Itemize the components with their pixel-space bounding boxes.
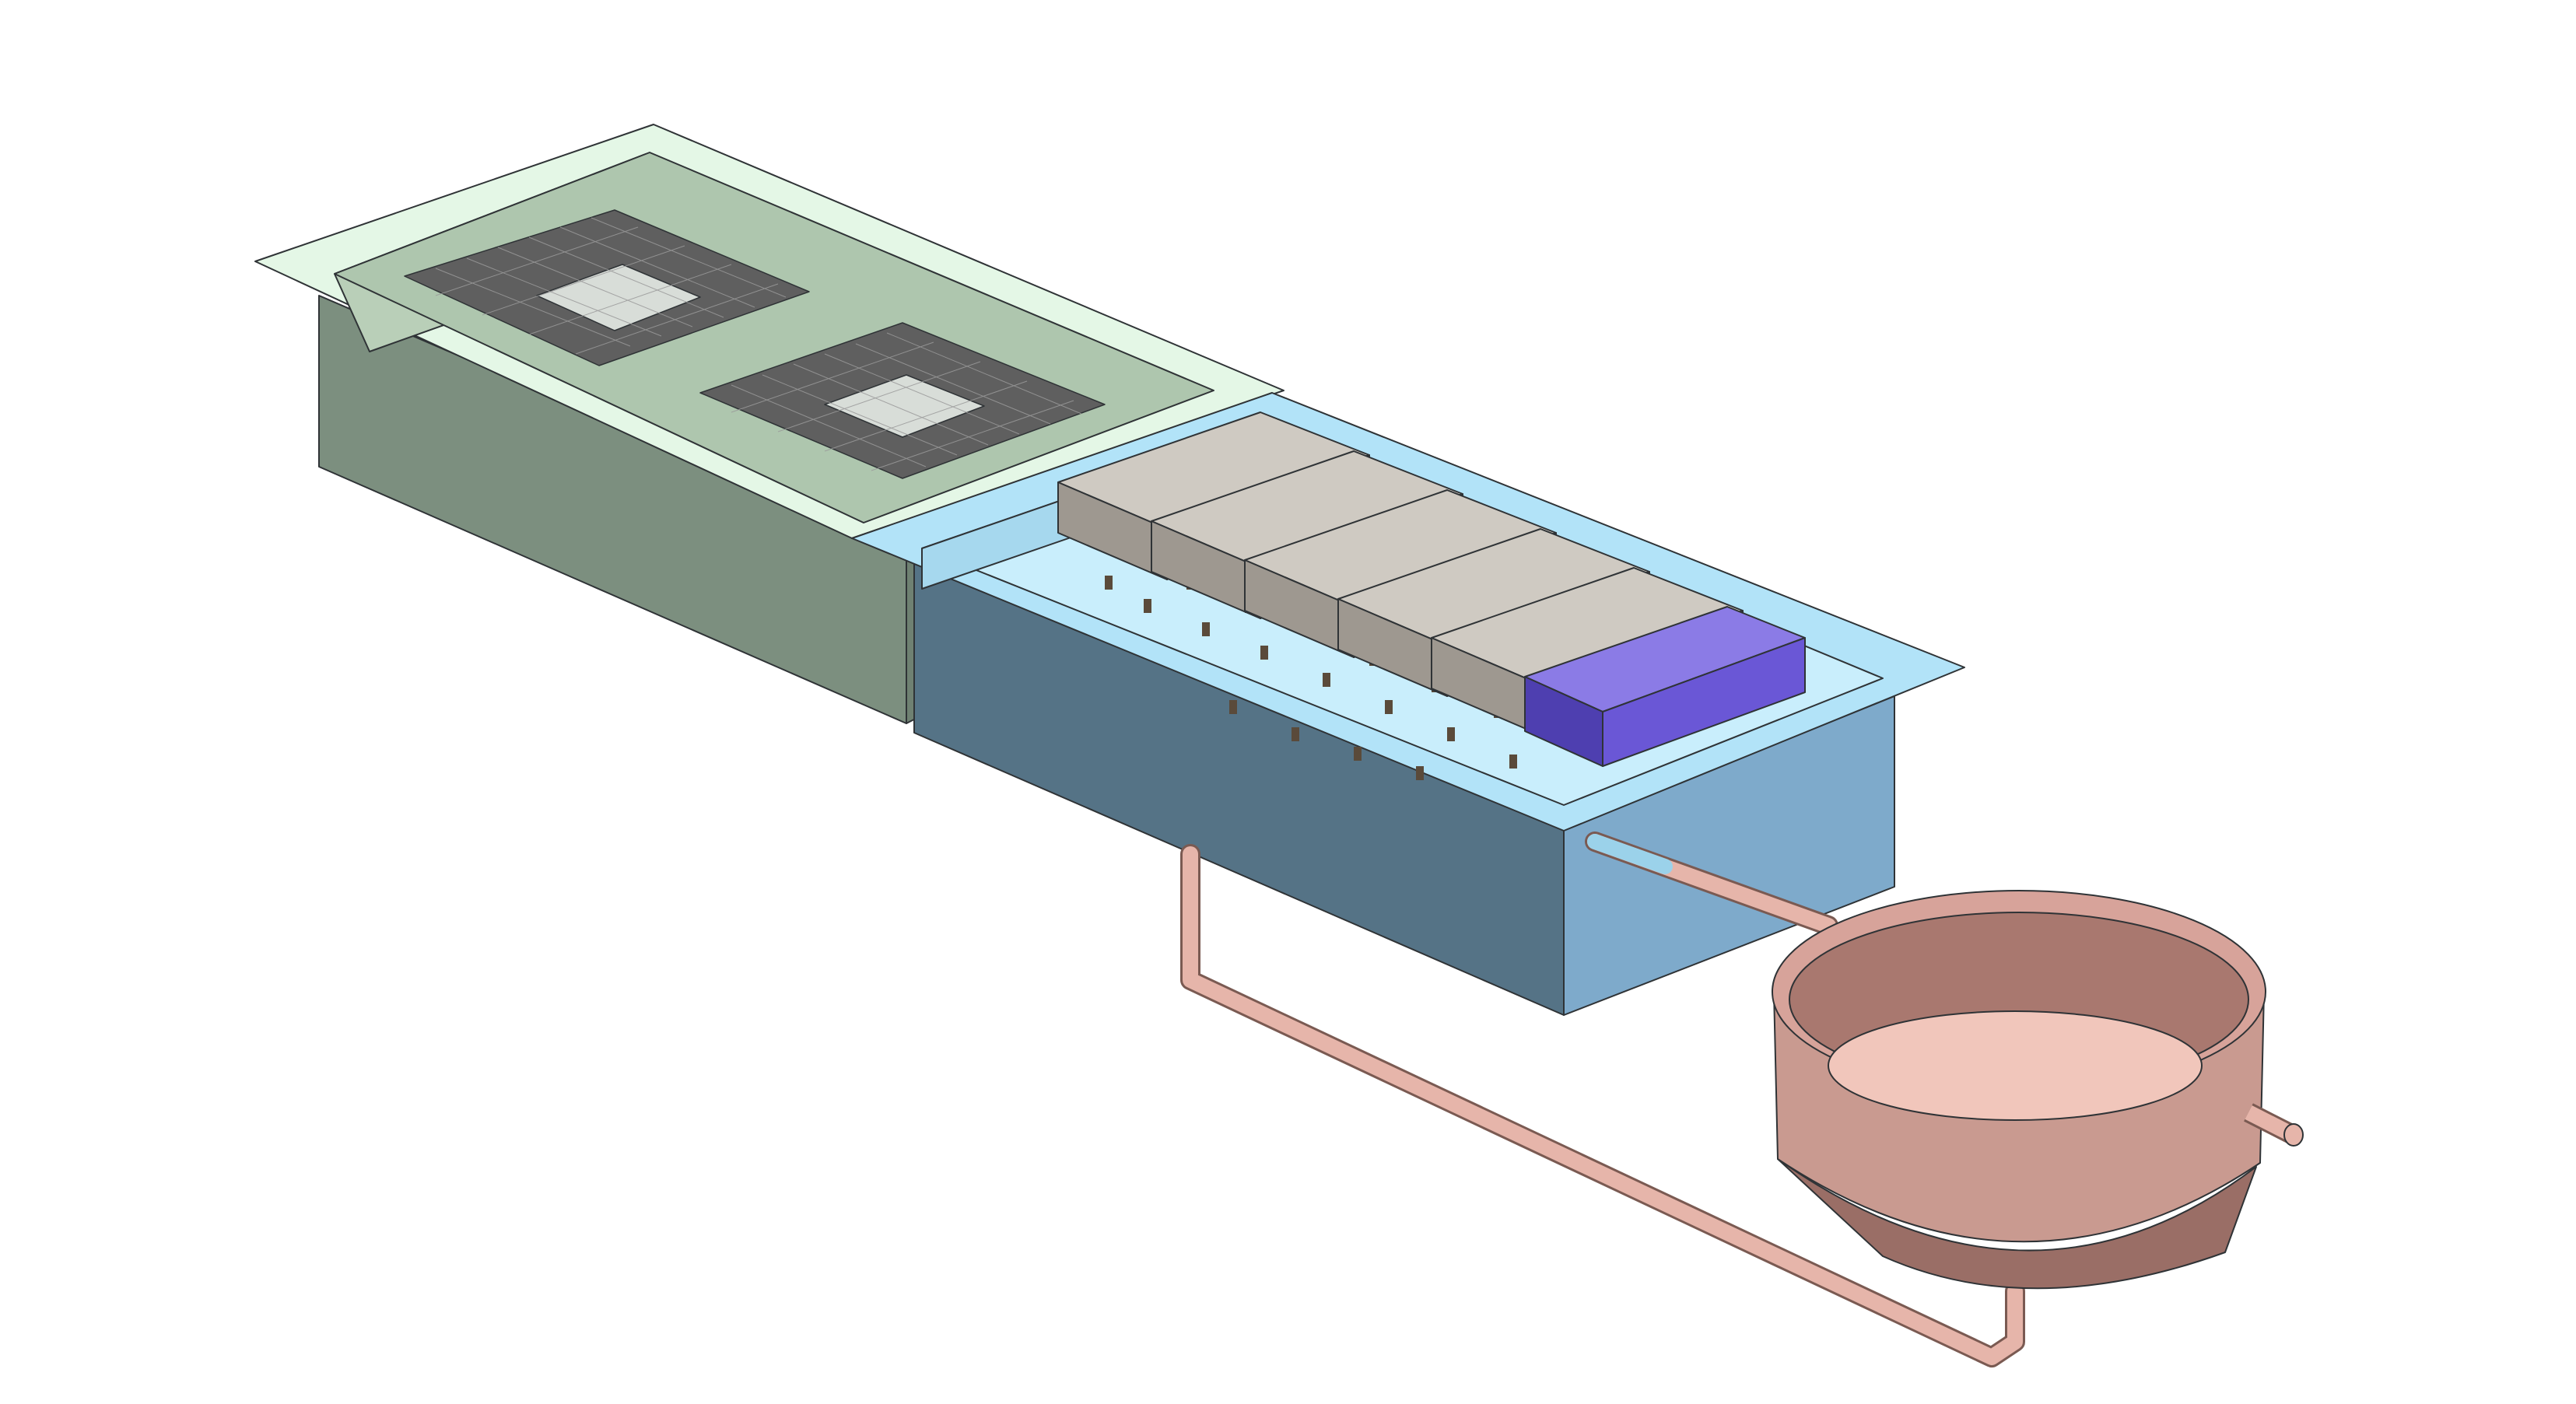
mesh-opening-right (824, 374, 985, 438)
mesh-filter-panels (404, 209, 1106, 479)
mesh-texture (435, 217, 1082, 471)
purple-baffle-module (1524, 606, 1806, 767)
vessel-liquid-surface (1828, 1010, 2203, 1121)
copper-pipework (1180, 832, 2025, 1367)
blue-aeration-tank (851, 392, 1965, 1016)
mesh-opening-left (536, 264, 701, 331)
vessel-cone-bottom (1777, 1158, 2257, 1290)
copper-collection-vessel (1772, 890, 2304, 1290)
green-settling-tank (254, 124, 1284, 724)
